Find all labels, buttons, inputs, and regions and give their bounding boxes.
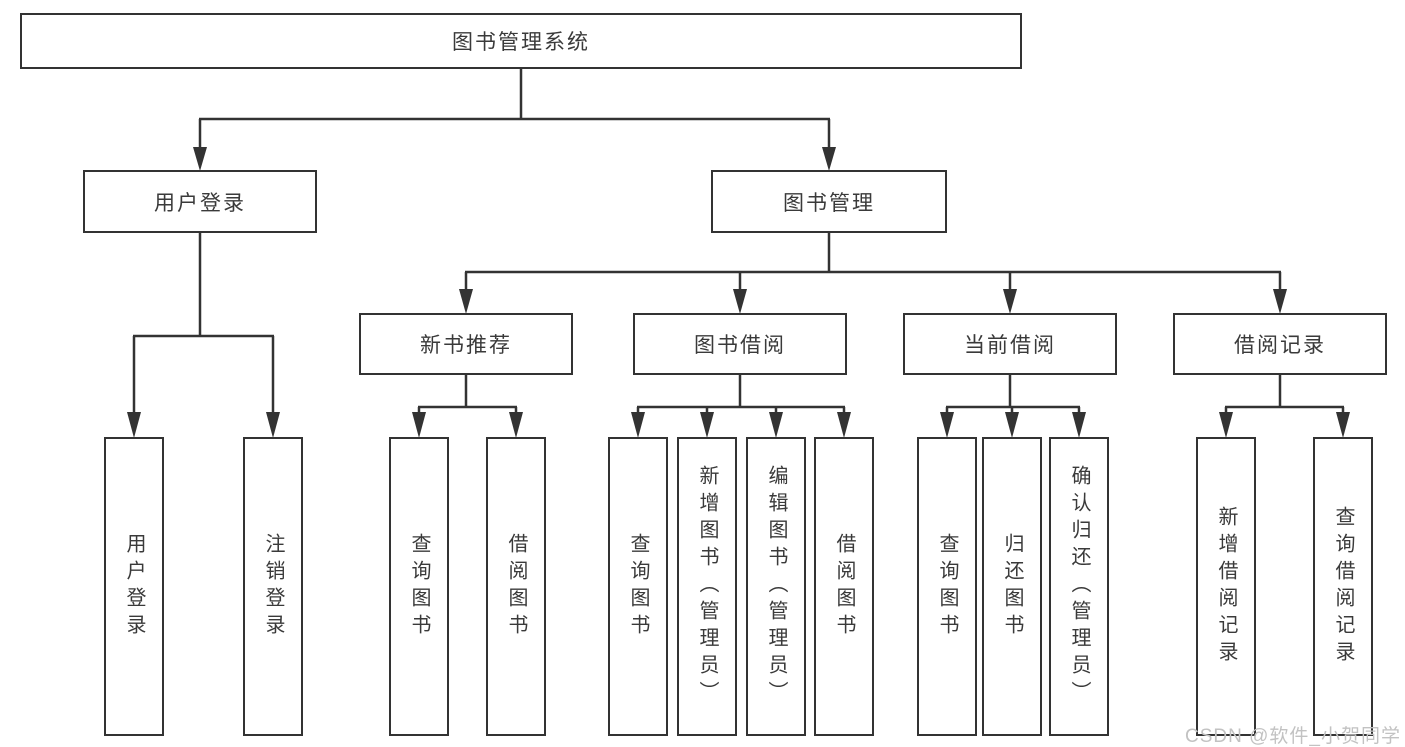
node-borrow-records-label: 借阅记录	[1234, 334, 1326, 357]
node-current-borrow: 当前借阅	[903, 313, 1117, 375]
connector-borrow-records-children	[1219, 375, 1350, 438]
leaf-query-borrow-record: 查询借阅记录	[1313, 437, 1373, 736]
leaf-return-books-label: 归还图书	[1001, 532, 1023, 641]
connector-current-borrow-children	[940, 375, 1086, 438]
leaf-add-books-admin-label: 新增图书（管理员）	[696, 465, 718, 708]
node-current-borrow-label: 当前借阅	[964, 334, 1056, 357]
leaf-query-books-current-label: 查询图书	[936, 532, 958, 641]
leaf-borrow-books-recommend: 借阅图书	[486, 437, 546, 736]
leaf-user-login: 用户登录	[104, 437, 164, 736]
node-root-label: 图书管理系统	[452, 31, 590, 54]
leaf-edit-books-admin-label: 编辑图书（管理员）	[765, 465, 787, 708]
node-user-login: 用户登录	[83, 170, 317, 233]
csdn-watermark: CSDN @软件_小贺同学	[1185, 726, 1401, 747]
leaf-query-books-current: 查询图书	[917, 437, 977, 736]
leaf-query-books-recommend: 查询图书	[389, 437, 449, 736]
node-user-login-label: 用户登录	[154, 191, 246, 215]
node-book-borrow: 图书借阅	[633, 313, 847, 375]
leaf-confirm-return-admin-label: 确认归还（管理员）	[1068, 465, 1090, 708]
node-book-management-label: 图书管理	[783, 191, 875, 215]
leaf-logout: 注销登录	[243, 437, 303, 736]
node-root: 图书管理系统	[20, 13, 1022, 69]
node-borrow-records: 借阅记录	[1173, 313, 1387, 375]
leaf-add-borrow-record-label: 新增借阅记录	[1215, 505, 1237, 668]
leaf-query-borrow-record-label: 查询借阅记录	[1332, 505, 1354, 668]
leaf-return-books: 归还图书	[982, 437, 1042, 736]
leaf-borrow-books: 借阅图书	[814, 437, 874, 736]
leaf-user-login-label: 用户登录	[123, 532, 145, 641]
leaf-query-books-recommend-label: 查询图书	[408, 532, 430, 641]
leaf-edit-books-admin: 编辑图书（管理员）	[746, 437, 806, 736]
leaf-logout-label: 注销登录	[262, 532, 284, 641]
leaf-add-borrow-record: 新增借阅记录	[1196, 437, 1256, 736]
node-new-book-recommend: 新书推荐	[359, 313, 573, 375]
connector-new-book-children	[412, 375, 523, 438]
leaf-query-books-borrow-label: 查询图书	[627, 532, 649, 641]
leaf-borrow-books-label: 借阅图书	[833, 532, 855, 641]
leaf-confirm-return-admin: 确认归还（管理员）	[1049, 437, 1109, 736]
node-new-book-recommend-label: 新书推荐	[420, 334, 512, 357]
node-book-borrow-label: 图书借阅	[694, 334, 786, 357]
leaf-add-books-admin: 新增图书（管理员）	[677, 437, 737, 736]
connector-book-borrow-children	[631, 375, 851, 438]
node-book-management: 图书管理	[711, 170, 947, 233]
connector-book-management-children	[459, 233, 1287, 314]
leaf-query-books-borrow: 查询图书	[608, 437, 668, 736]
connector-user-login-children	[127, 233, 280, 438]
connector-root-to-branches	[193, 69, 836, 171]
leaf-borrow-books-recommend-label: 借阅图书	[505, 532, 527, 641]
